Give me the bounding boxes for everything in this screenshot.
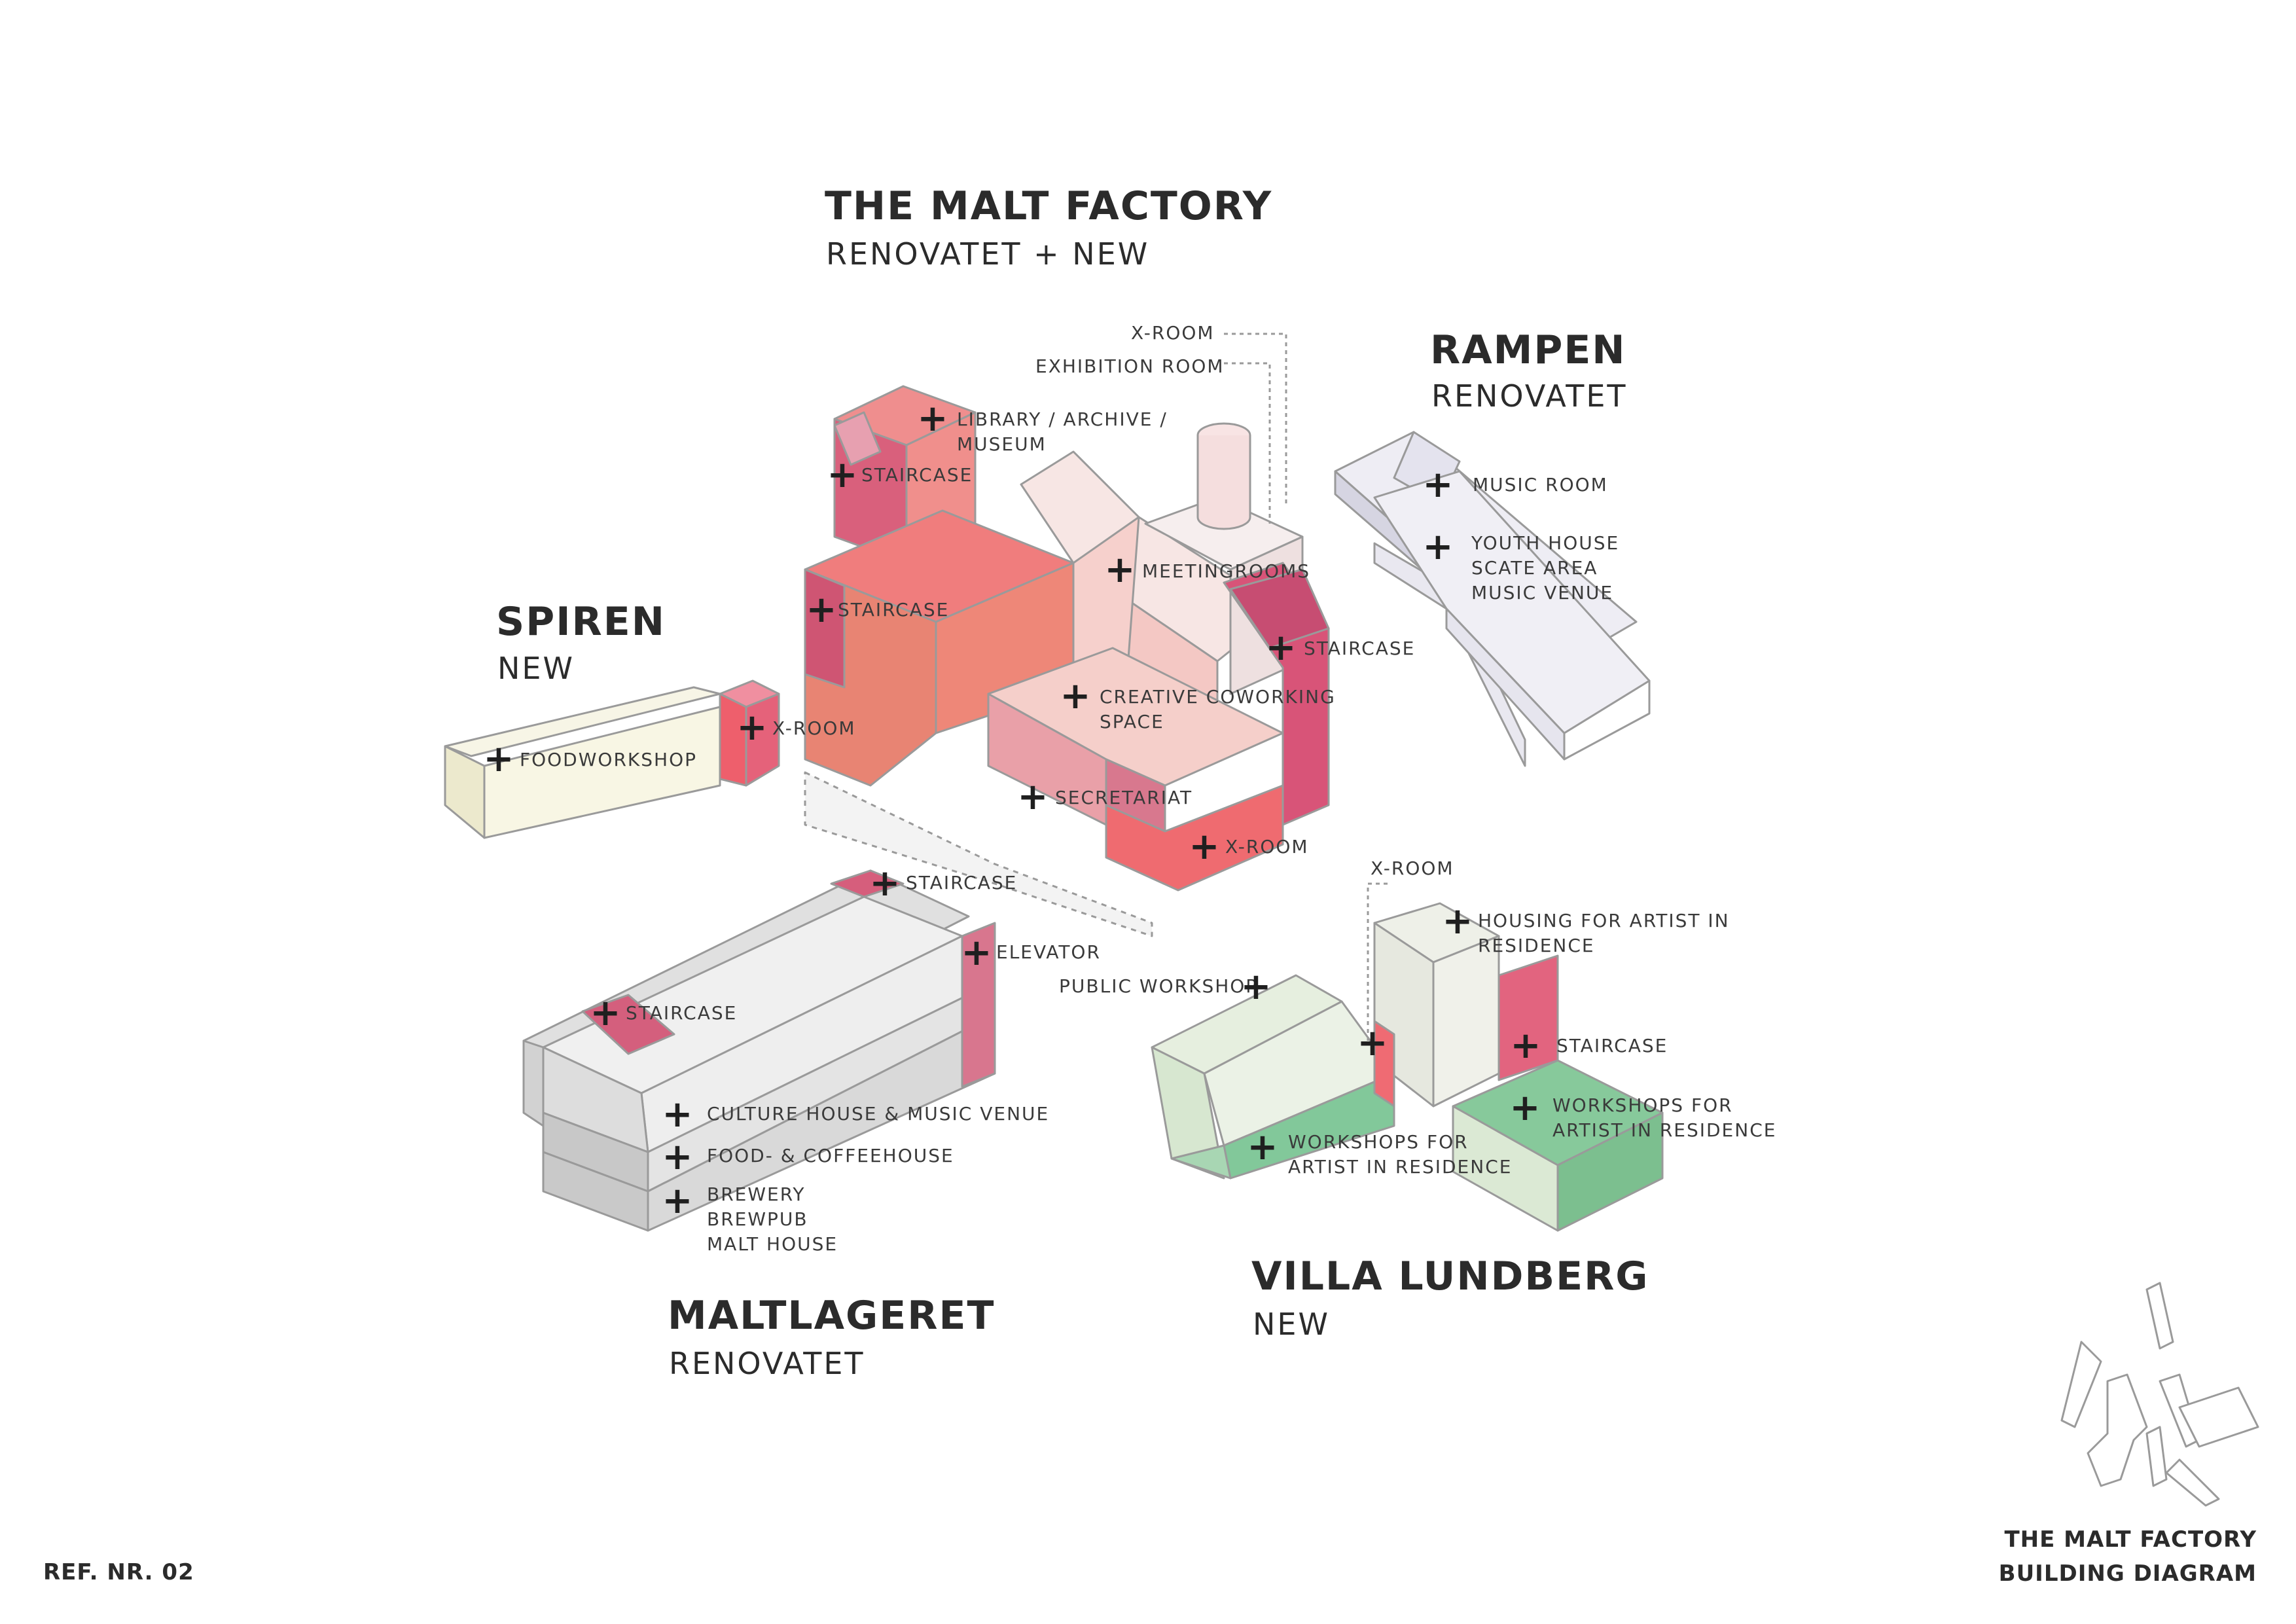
villa-lundberg-title: VILLA LUNDBERG	[1251, 1254, 1649, 1299]
plus-icon: +	[590, 992, 621, 1034]
spiren-title: SPIREN	[496, 599, 666, 645]
label-public-workshop: PUBLIC WORKSHOP	[1059, 975, 1259, 997]
rampen-massing	[1334, 431, 1651, 767]
plus-icon: +	[662, 1180, 693, 1222]
plus-icon: +	[1104, 549, 1136, 591]
label-youth-2: SCATE AREA	[1471, 557, 1598, 579]
plus-icon: +	[827, 454, 858, 496]
plus-icon: +	[961, 931, 992, 974]
plus-icon: +	[806, 588, 837, 631]
label-creative-1: CREATIVE COWORKING	[1100, 686, 1336, 708]
spiren-subtitle: NEW	[497, 651, 575, 686]
label-housing-2: RESIDENCE	[1478, 935, 1595, 956]
label-xroom-spiren: X-ROOM	[772, 717, 856, 739]
plus-icon: +	[483, 738, 514, 780]
site-key-plan	[2060, 1282, 2259, 1507]
plus-icon: +	[662, 1093, 693, 1136]
plus-icon: +	[1017, 776, 1049, 818]
footer-title-1: THE MALT FACTORY	[2004, 1526, 2257, 1553]
plus-icon: +	[1060, 675, 1091, 717]
label-youth-3: MUSIC VENUE	[1471, 582, 1614, 604]
maltlageret-title: MALTLAGERET	[668, 1293, 996, 1339]
label-workshops-a2: ARTIST IN RESIDENCE	[1288, 1156, 1513, 1178]
label-secretariat: SECRETARIAT	[1055, 787, 1193, 808]
footer-title-2: BUILDING DIAGRAM	[1998, 1561, 2257, 1587]
plus-icon: +	[1422, 463, 1454, 506]
plus-icon: +	[1510, 1024, 1541, 1067]
plus-icon: +	[1509, 1087, 1541, 1129]
label-staircase-mf2: STAIRCASE	[838, 599, 950, 621]
label-xroom-top: X-ROOM	[1131, 322, 1215, 344]
label-youth-1: YOUTH HOUSE	[1471, 532, 1620, 554]
plus-icon: +	[1357, 1022, 1388, 1064]
plus-icon: +	[1247, 1126, 1278, 1168]
maltlageret-subtitle: RENOVATET	[669, 1346, 865, 1381]
label-creative-2: SPACE	[1100, 711, 1164, 732]
label-brewery-3: MALT HOUSE	[707, 1233, 838, 1255]
villa-lundberg-massing	[1151, 902, 1664, 1232]
label-brewery-2: BREWPUB	[707, 1208, 808, 1230]
rampen-title: RAMPEN	[1430, 327, 1626, 373]
label-exhibition-room: EXHIBITION ROOM	[1035, 355, 1225, 377]
label-library-2: MUSEUM	[957, 433, 1047, 455]
label-foodworkshop: FOODWORKSHOP	[520, 749, 698, 770]
label-xroom-villa: X-ROOM	[1371, 857, 1454, 879]
label-workshops-b1: WORKSHOPS FOR	[1552, 1094, 1733, 1116]
plus-icon: +	[1265, 626, 1297, 669]
rampen-subtitle: RENOVATET	[1431, 378, 1628, 414]
maltlageret-massing	[522, 869, 996, 1232]
label-music-room: MUSIC ROOM	[1473, 474, 1608, 496]
label-staircase-villa: STAIRCASE	[1556, 1035, 1668, 1056]
label-meetingrooms: MEETINGROOMS	[1142, 560, 1311, 582]
label-staircase-ml2: STAIRCASE	[626, 1002, 738, 1024]
leader-lines	[1224, 333, 1388, 1041]
label-staircase-mf3: STAIRCASE	[1304, 638, 1416, 659]
villa-lundberg-subtitle: NEW	[1253, 1307, 1330, 1342]
malt-factory-subtitle: RENOVATET + NEW	[826, 236, 1150, 272]
plus-icon: +	[1422, 526, 1454, 568]
plus-icon: +	[1240, 965, 1272, 1008]
label-elevator: ELEVATOR	[996, 941, 1101, 963]
label-workshops-a1: WORKSHOPS FOR	[1288, 1131, 1469, 1153]
label-staircase-ml1: STAIRCASE	[906, 872, 1018, 893]
spiren-massing	[444, 679, 780, 839]
label-xroom-mf: X-ROOM	[1225, 836, 1309, 857]
label-culture-house: CULTURE HOUSE & MUSIC VENUE	[707, 1103, 1050, 1125]
plus-icon: +	[1189, 825, 1220, 868]
label-workshops-b2: ARTIST IN RESIDENCE	[1552, 1119, 1777, 1141]
label-staircase-mf1: STAIRCASE	[861, 464, 973, 486]
malt-factory-title: THE MALT FACTORY	[825, 183, 1273, 229]
malt-factory-massing	[804, 385, 1330, 937]
plus-icon: +	[869, 862, 901, 905]
plus-icon: +	[1442, 900, 1473, 943]
plus-icon: +	[917, 397, 948, 440]
reference-number: REF. NR. 02	[43, 1559, 194, 1585]
label-food-coffee: FOOD- & COFFEEHOUSE	[707, 1145, 954, 1166]
label-brewery-1: BREWERY	[707, 1183, 806, 1205]
label-library-1: LIBRARY / ARCHIVE /	[957, 408, 1168, 430]
plus-icon: +	[662, 1136, 693, 1178]
plus-icon: +	[736, 706, 768, 749]
label-housing-1: HOUSING FOR ARTIST IN	[1478, 910, 1730, 931]
